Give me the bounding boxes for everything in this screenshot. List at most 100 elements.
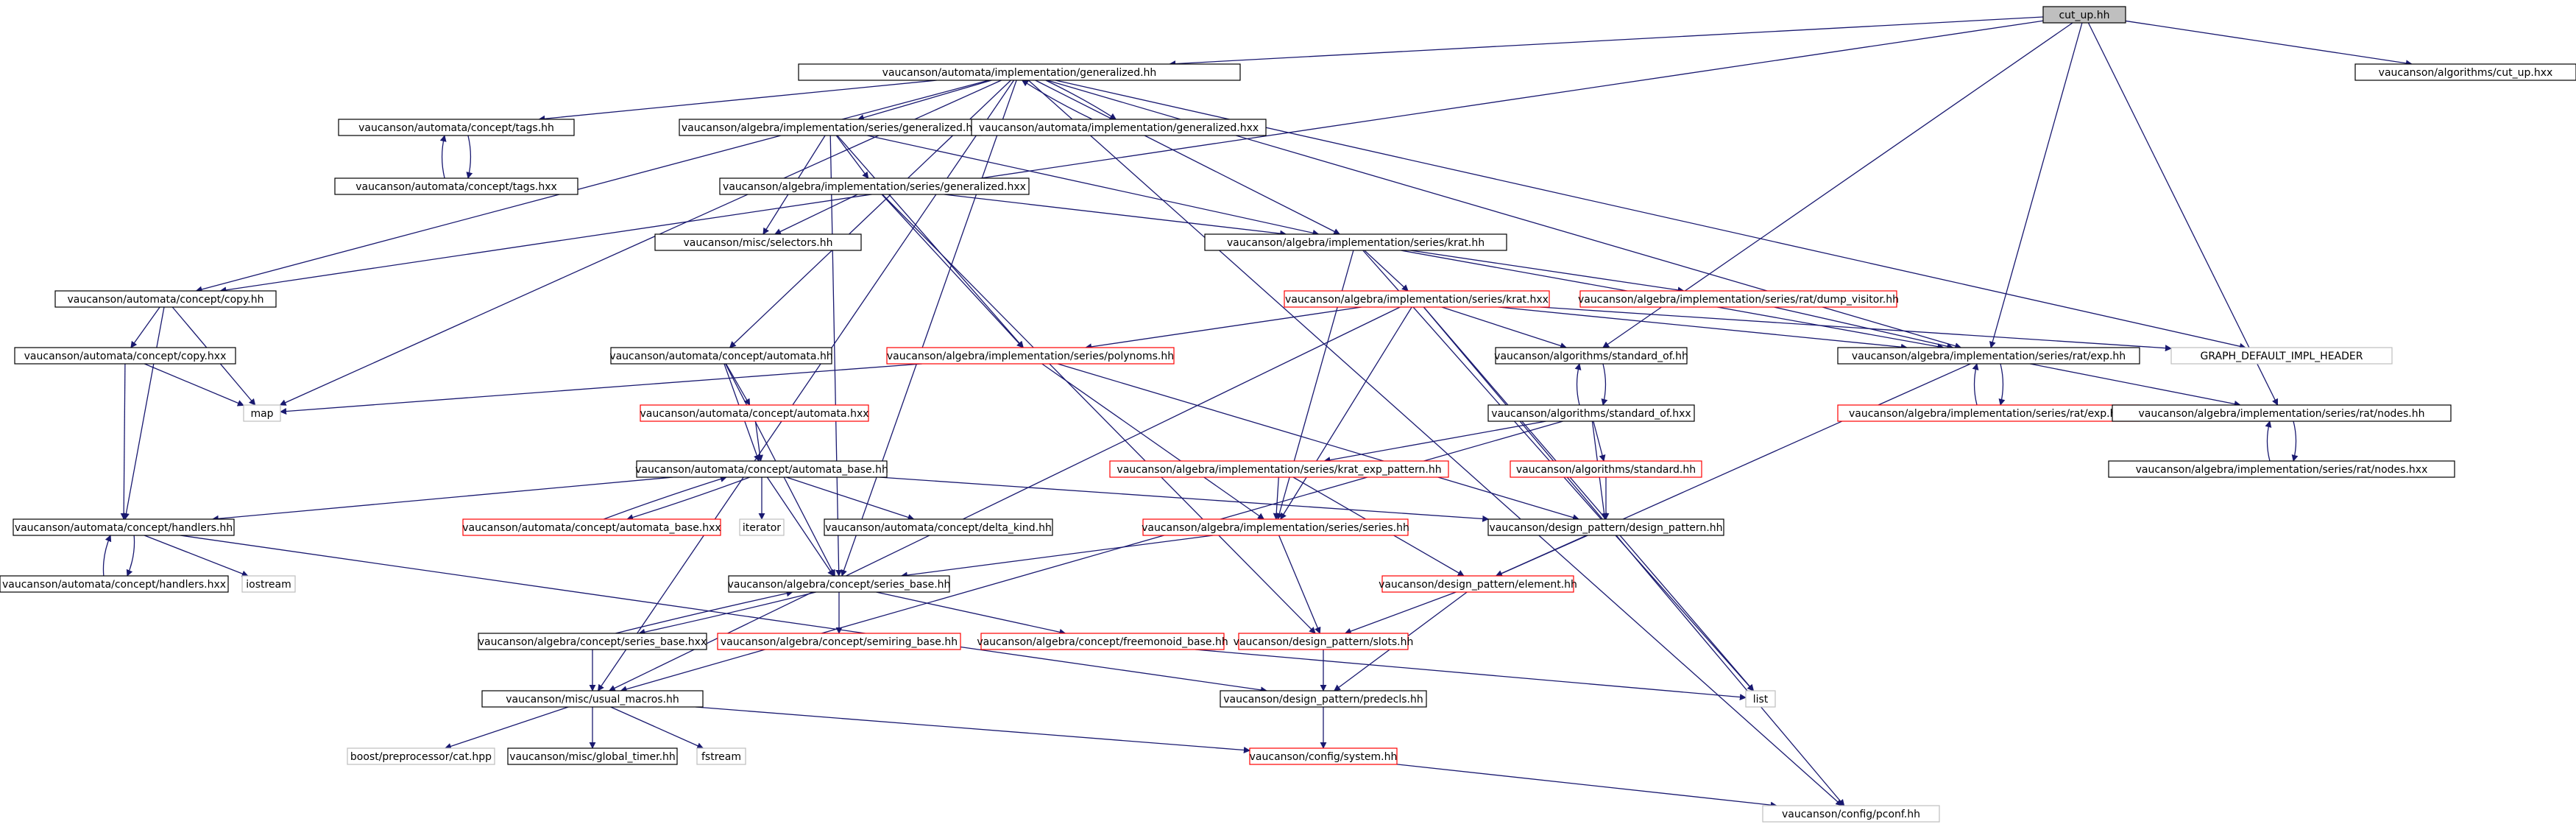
edge-automata_base_hh-to-series_base_hh (766, 476, 835, 577)
node-label: vaucanson/algebra/implementation/series/… (2136, 464, 2428, 476)
edge-usual_macros_hh-to-fstream (610, 706, 704, 749)
node-element-hh[interactable]: vaucanson/design_pattern/element.hh (1379, 575, 1577, 593)
node-slots-hh[interactable]: vaucanson/design_pattern/slots.hh (1234, 633, 1414, 650)
edge-generalized_hh-to-generalized_hxx (1045, 80, 1117, 120)
node-label: vaucanson/automata/concept/automata.hh (609, 351, 832, 362)
node-label: fstream (701, 751, 741, 763)
node-design-pattern-hh[interactable]: vaucanson/design_pattern/design_pattern.… (1487, 518, 1724, 536)
edge-series_generalized_hxx-to-krat_hh (944, 194, 1287, 237)
edge-standard_of_hxx-to-standard_of_hh (1574, 363, 1582, 406)
node-system-hh[interactable]: vaucanson/config/system.hh (1249, 747, 1398, 765)
node-krat-hxx[interactable]: vaucanson/algebra/implementation/series/… (1284, 290, 1550, 308)
edge-krat_hh-to-series_hh (1275, 250, 1354, 520)
node-exp-hh[interactable]: vaucanson/algebra/implementation/series/… (1837, 347, 2140, 365)
node-handlers-hh[interactable]: vaucanson/automata/concept/handlers.hh (13, 518, 235, 536)
file-nodes: cut_up.hh vaucanson/automata/implementati… (0, 6, 2576, 823)
node-delta-kind-hh[interactable]: vaucanson/automata/concept/delta_kind.hh (824, 518, 1053, 536)
node-cut-up-hh[interactable]: cut_up.hh (2042, 6, 2126, 24)
node-automata-base-hh[interactable]: vaucanson/automata/concept/automata_base… (635, 460, 888, 478)
node-polynoms-hh[interactable]: vaucanson/algebra/implementation/series/… (886, 347, 1175, 365)
edge-generalized_hh-to-pconf_hh (1027, 80, 1843, 806)
node-freemonoid-base-hh[interactable]: vaucanson/algebra/concept/freemonoid_bas… (977, 633, 1228, 650)
node-map[interactable]: map (243, 404, 281, 422)
node-automata-hxx[interactable]: vaucanson/automata/concept/automata.hxx (640, 404, 869, 422)
edge-series_hh-to-series_base_hh (900, 535, 1214, 579)
node-predecls-hh[interactable]: vaucanson/design_pattern/predecls.hh (1220, 690, 1427, 708)
edge-freemonoid_base_hh-to-list (1195, 649, 1747, 701)
node-iterator[interactable]: iterator (739, 518, 785, 536)
node-label: list (1753, 694, 1769, 705)
node-standard-hh[interactable]: vaucanson/algorithms/standard.hh (1510, 460, 1702, 478)
node-fstream[interactable]: fstream (696, 747, 746, 765)
node-tags-hxx[interactable]: vaucanson/automata/concept/tags.hxx (334, 177, 578, 195)
node-label: vaucanson/automata/concept/automata_base… (635, 464, 888, 476)
node-label: vaucanson/algebra/implementation/series/… (682, 122, 979, 134)
edge-automata_base_hh-to-handlers_hh (211, 476, 673, 522)
node-label: vaucanson/misc/global_timer.hh (509, 751, 676, 763)
node-label: vaucanson/automata/concept/handlers.hxx (2, 579, 226, 591)
node-series-generalized-hxx[interactable]: vaucanson/algebra/implementation/series/… (719, 177, 1030, 195)
node-series-base-hh[interactable]: vaucanson/algebra/concept/series_base.hh (728, 575, 951, 593)
node-dump-visitor-hh[interactable]: vaucanson/algebra/implementation/series/… (1578, 290, 1899, 308)
edge-cut_up_hh-to-generalized_hh (1169, 16, 2044, 68)
edge-system_hh-to-pconf_hh (1396, 764, 1777, 809)
node-label: vaucanson/algebra/implementation/series/… (723, 181, 1026, 193)
node-standard-of-hh[interactable]: vaucanson/algorithms/standard_of.hh (1494, 347, 1688, 365)
edge-krat_hxx-to-polynoms_hh (1085, 306, 1362, 351)
node-graph-default[interactable]: GRAPH_DEFAULT_IMPL_HEADER (2170, 347, 2393, 365)
node-nodes-hh[interactable]: vaucanson/algebra/implementation/series/… (2112, 404, 2452, 422)
edge-handlers_hh-to-iostream (144, 535, 249, 577)
node-label: vaucanson/algebra/concept/semiring_base.… (721, 636, 958, 648)
edge-series_generalized_hh-to-series_generalized_hxx (835, 135, 869, 179)
node-standard-of-hxx[interactable]: vaucanson/algorithms/standard_of.hxx (1487, 404, 1695, 422)
node-label: vaucanson/automata/concept/handlers.hh (15, 522, 233, 534)
node-series-base-hxx[interactable]: vaucanson/algebra/concept/series_base.hx… (478, 633, 707, 650)
edge-standard_of_hh-to-standard_of_hxx (1601, 363, 1608, 406)
edge-handlers_hh-to-handlers_hxx (126, 535, 135, 577)
edge-generalized_hh-to-copy_hh (195, 80, 989, 293)
node-cat-hpp[interactable]: boost/preprocessor/cat.hpp (347, 747, 495, 765)
node-copy-hh[interactable]: vaucanson/automata/concept/copy.hh (54, 290, 277, 308)
node-generalized-hh[interactable]: vaucanson/automata/implementation/genera… (798, 63, 1241, 81)
node-label: vaucanson/automata/implementation/genera… (979, 122, 1259, 134)
node-semiring-base-hh[interactable]: vaucanson/algebra/concept/semiring_base.… (717, 633, 961, 650)
node-label: vaucanson/algebra/implementation/series/… (1285, 294, 1549, 306)
edge-handlers_hxx-to-handlers_hh (102, 535, 112, 577)
node-copy-hxx[interactable]: vaucanson/automata/concept/copy.hxx (14, 347, 236, 365)
node-automata-hh[interactable]: vaucanson/automata/concept/automata.hh (609, 347, 833, 365)
node-pconf-hh[interactable]: vaucanson/config/pconf.hh (1762, 805, 1940, 823)
node-krat-exp-pattern-hh[interactable]: vaucanson/algebra/implementation/series/… (1109, 460, 1449, 478)
node-generalized-hxx[interactable]: vaucanson/automata/implementation/genera… (971, 119, 1267, 136)
node-label: vaucanson/algebra/concept/series_base.hh (728, 579, 951, 591)
node-label: vaucanson/automata/concept/copy.hxx (24, 351, 227, 362)
node-label: vaucanson/automata/implementation/genera… (882, 67, 1157, 79)
edge-copy_hh-to-handlers_hh (123, 306, 165, 520)
node-nodes-hxx[interactable]: vaucanson/algebra/implementation/series/… (2108, 460, 2455, 478)
edge-krat_hh-to-dump_visitor_hh (1410, 250, 1685, 294)
edge-krat_hxx-to-pconf_hh (1423, 306, 1845, 806)
node-handlers-hxx[interactable]: vaucanson/automata/concept/handlers.hxx (0, 575, 229, 593)
edge-exp_hh-to-exp_hxx (1998, 363, 2006, 406)
node-usual-macros-hh[interactable]: vaucanson/misc/usual_macros.hh (481, 690, 704, 708)
node-label: vaucanson/algebra/implementation/series/… (1117, 464, 1441, 476)
node-list[interactable]: list (1745, 690, 1776, 708)
node-global-timer-hh[interactable]: vaucanson/misc/global_timer.hh (507, 747, 678, 765)
edge-generalized_hh-to-series_generalized_hh (857, 80, 992, 122)
node-iostream[interactable]: iostream (241, 575, 296, 593)
node-label: vaucanson/algorithms/standard.hh (1516, 464, 1696, 476)
node-automata-base-hxx[interactable]: vaucanson/automata/concept/automata_base… (462, 518, 721, 536)
node-exp-hxx[interactable]: vaucanson/algebra/implementation/series/… (1837, 404, 2140, 422)
node-series-generalized-hh[interactable]: vaucanson/algebra/implementation/series/… (679, 119, 982, 136)
node-krat-hh[interactable]: vaucanson/algebra/implementation/series/… (1204, 233, 1507, 251)
node-label: vaucanson/config/pconf.hh (1782, 809, 1920, 820)
node-label: vaucanson/misc/usual_macros.hh (506, 694, 679, 705)
edge-krat_hxx-to-graph_default (1540, 306, 2172, 352)
node-tags-hh[interactable]: vaucanson/automata/concept/tags.hh (338, 119, 575, 136)
node-cut-up-hxx[interactable]: vaucanson/algorithms/cut_up.hxx (2354, 63, 2576, 81)
edge-automata_hh-to-automata_hxx (725, 363, 751, 406)
node-series-hh[interactable]: vaucanson/algebra/implementation/series/… (1142, 518, 1409, 536)
edge-polynoms_hh-to-map (280, 363, 922, 415)
node-selectors-hh[interactable]: vaucanson/misc/selectors.hh (654, 233, 862, 251)
node-label: vaucanson/algebra/implementation/series/… (1578, 294, 1899, 306)
node-label: iterator (743, 522, 781, 534)
